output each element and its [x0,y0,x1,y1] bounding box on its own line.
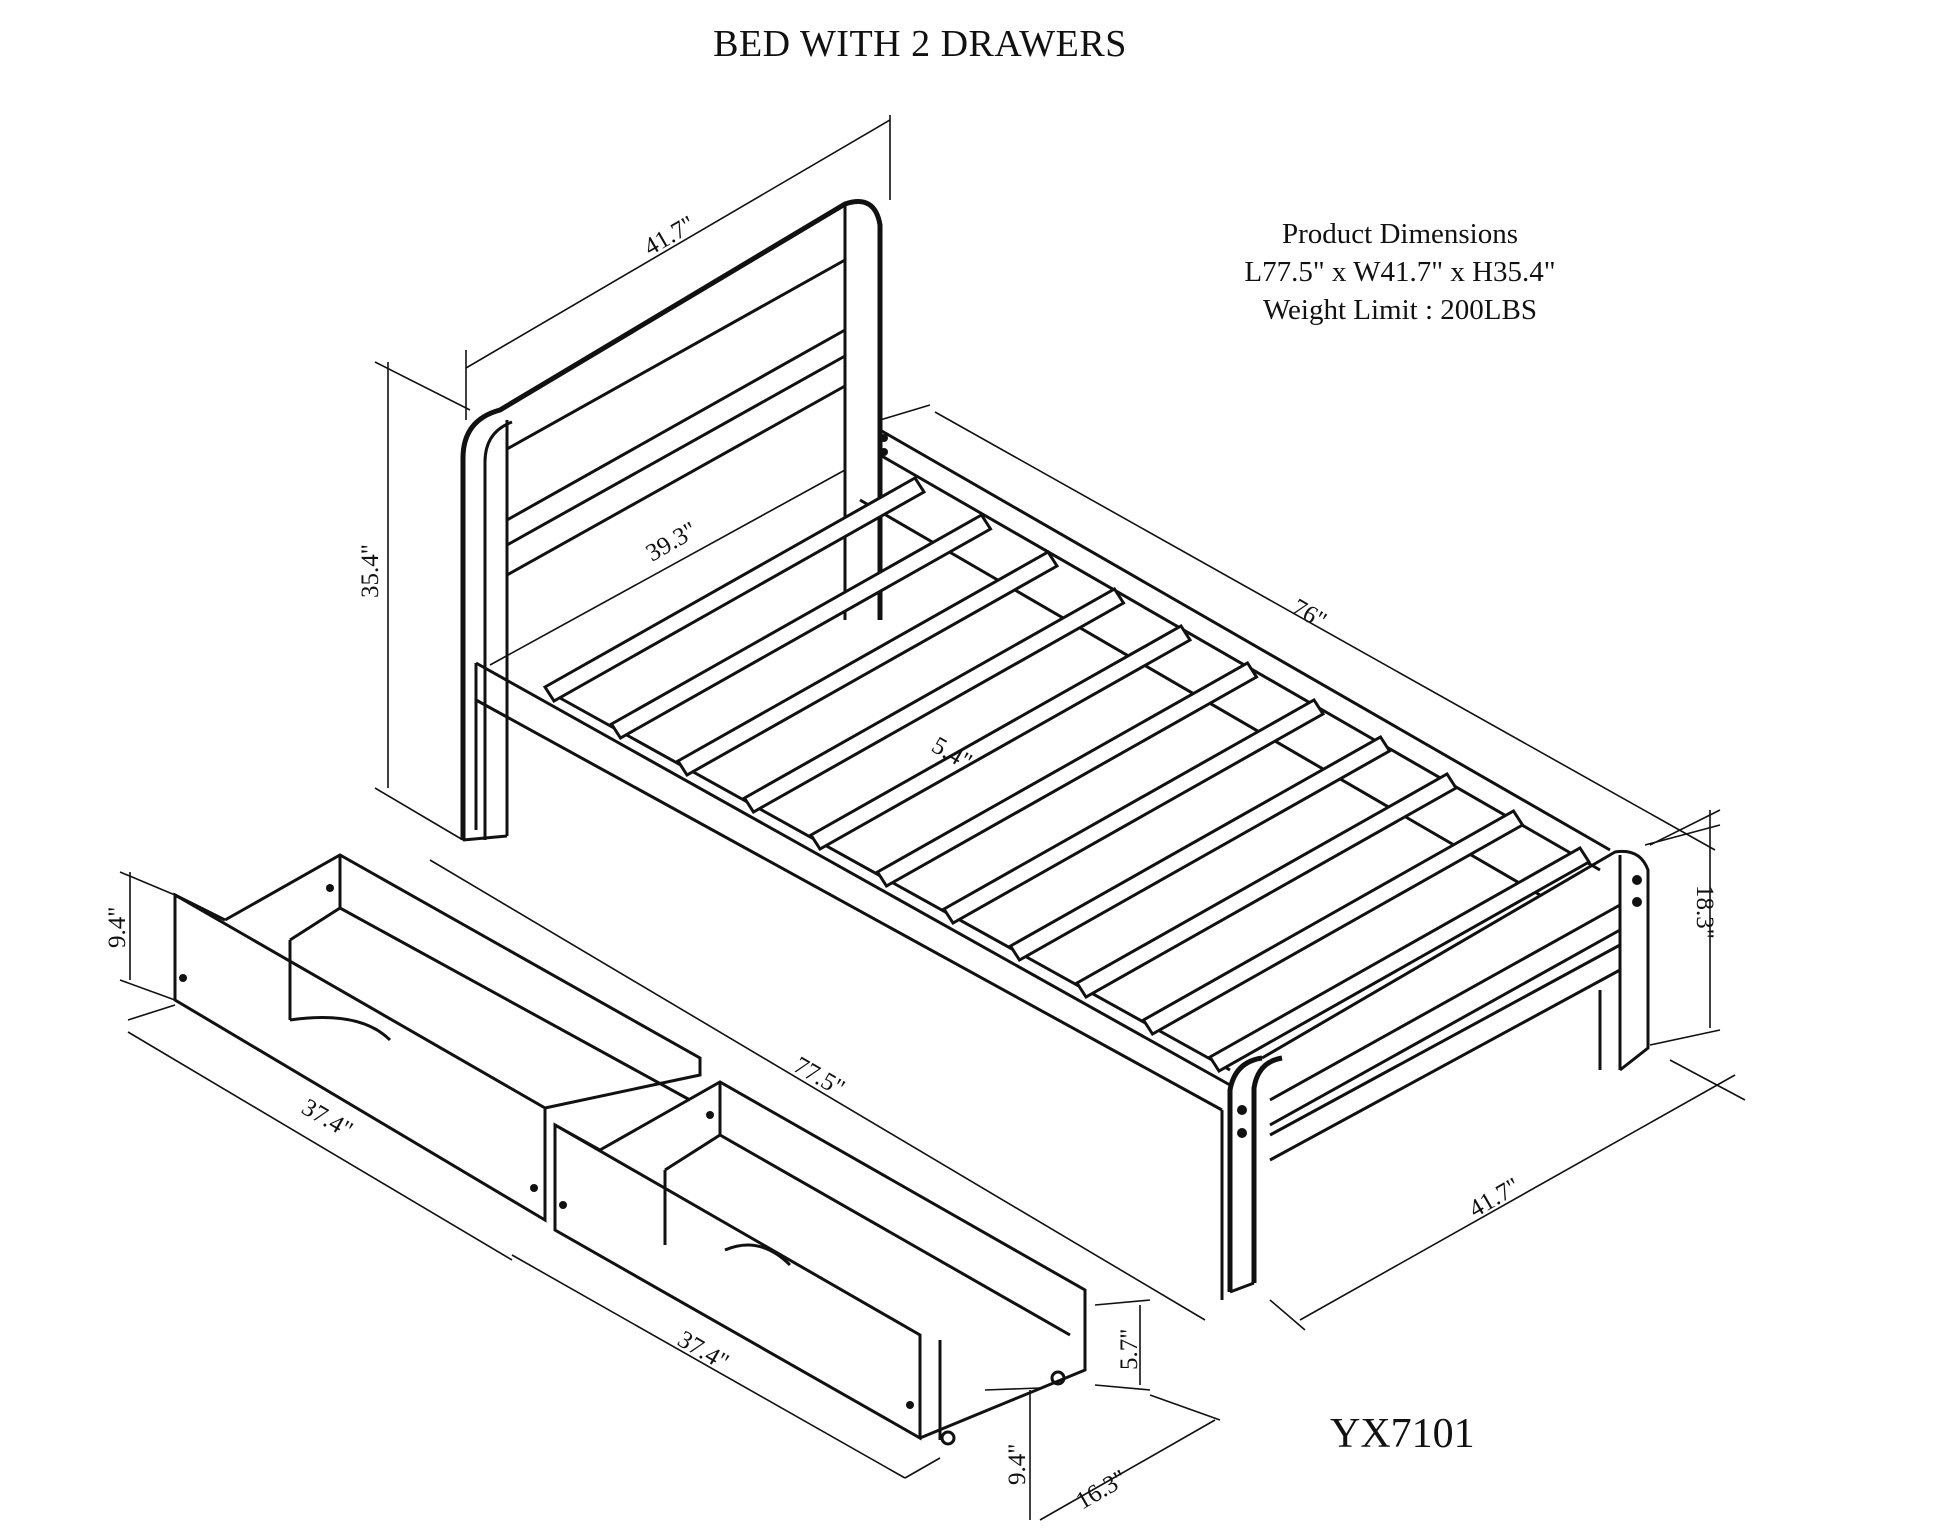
drawer2-side-height-label: 5.7" [1116,1329,1143,1370]
model-number: YX7101 [1330,1411,1475,1457]
headboard-height-label: 35.4" [357,544,384,598]
bed-slat [742,586,1126,815]
bed-slat [542,475,927,704]
drawer2-length-label: 37.4" [673,1326,733,1376]
bed-slat [1008,734,1392,963]
bed-slat [808,623,1193,852]
bed-slat [875,660,1259,889]
bed-slat [1141,808,1525,1037]
drawer1-height-label: 9.4" [104,907,131,948]
drawer-1 [173,853,702,1223]
bed-slat [1074,771,1459,1000]
dimension-lines [119,115,1746,1521]
specs-heading: Product Dimensions [1281,218,1519,250]
overall-length-label: 77.5" [789,1052,849,1102]
slats [542,475,1592,1074]
bed-slat [941,697,1326,926]
headboard-width-label: 41.7" [640,211,700,261]
specs-size: L77.5" x W41.7" x H35.4" [1244,256,1556,288]
footboard-width-label: 41.7" [1465,1173,1525,1223]
drawer-2 [553,1080,1087,1446]
rail-length-label: 76" [1287,594,1331,635]
footboard [880,434,1650,1294]
bed-frame [460,199,1650,1300]
diagram-title: BED WITH 2 DRAWERS [713,23,1127,65]
product-specs: Product Dimensions L77.5" x W41.7" x H35… [1180,215,1620,329]
drawer2-height-label: 9.4" [1004,1444,1031,1485]
inner-width-label: 39.3" [642,517,702,567]
specs-weight: Weight Limit : 200LBS [1263,294,1537,326]
bed-slat [609,512,993,741]
bed-slat [1207,845,1592,1074]
footboard-height-label: 18.3" [1691,885,1718,939]
headboard [460,199,883,842]
bed-slat [675,549,1060,778]
